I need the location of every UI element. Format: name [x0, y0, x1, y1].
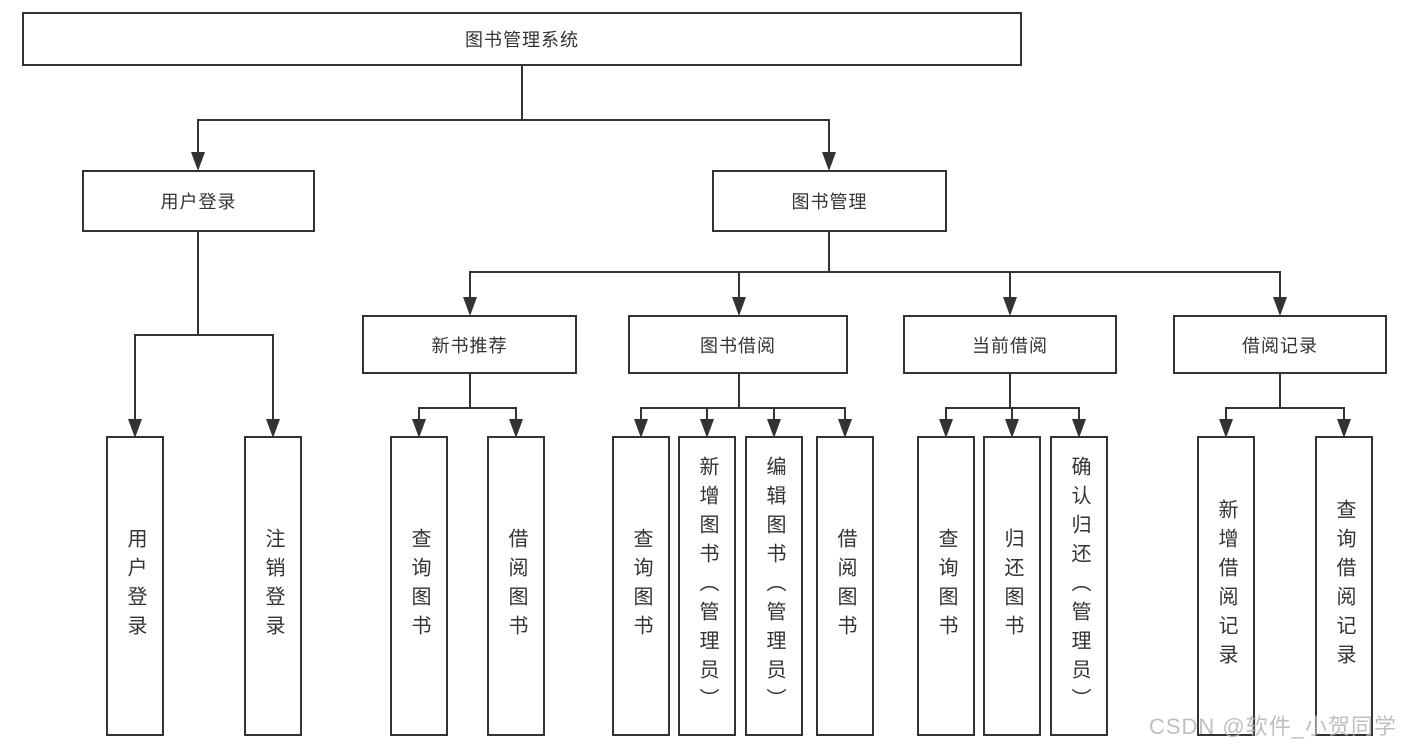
leaf-borrow-books-borrowing: 借阅图书 [816, 436, 874, 736]
leaf-query-books-borrowing: 查询图书 [612, 436, 670, 736]
connector-path [134, 66, 1345, 426]
leaf-edit-books-admin: 编辑图书（管理员） [745, 436, 803, 736]
leaf-query-borrow-record: 查询借阅记录 [1315, 436, 1373, 736]
node-book-management: 图书管理 [712, 170, 947, 232]
leaf-add-books-admin: 新增图书（管理员） [678, 436, 736, 736]
node-book-borrowing: 图书借阅 [628, 315, 848, 374]
leaf-borrow-books-recommend: 借阅图书 [487, 436, 545, 736]
node-user-login: 用户登录 [82, 170, 315, 232]
node-current-borrowing: 当前借阅 [903, 315, 1117, 374]
leaf-query-books-recommend: 查询图书 [390, 436, 448, 736]
leaf-query-books-current: 查询图书 [917, 436, 975, 736]
leaf-add-borrow-record: 新增借阅记录 [1197, 436, 1255, 736]
node-borrowing-records: 借阅记录 [1173, 315, 1387, 374]
leaf-user-login: 用户登录 [106, 436, 164, 736]
leaf-return-books: 归还图书 [983, 436, 1041, 736]
csdn-watermark: CSDN @软件_小贺同学 [1148, 714, 1397, 739]
node-root-system: 图书管理系统 [22, 12, 1022, 66]
leaf-confirm-return-admin: 确认归还（管理员） [1050, 436, 1108, 736]
node-new-book-recommend: 新书推荐 [362, 315, 577, 374]
leaf-logout-login: 注销登录 [244, 436, 302, 736]
